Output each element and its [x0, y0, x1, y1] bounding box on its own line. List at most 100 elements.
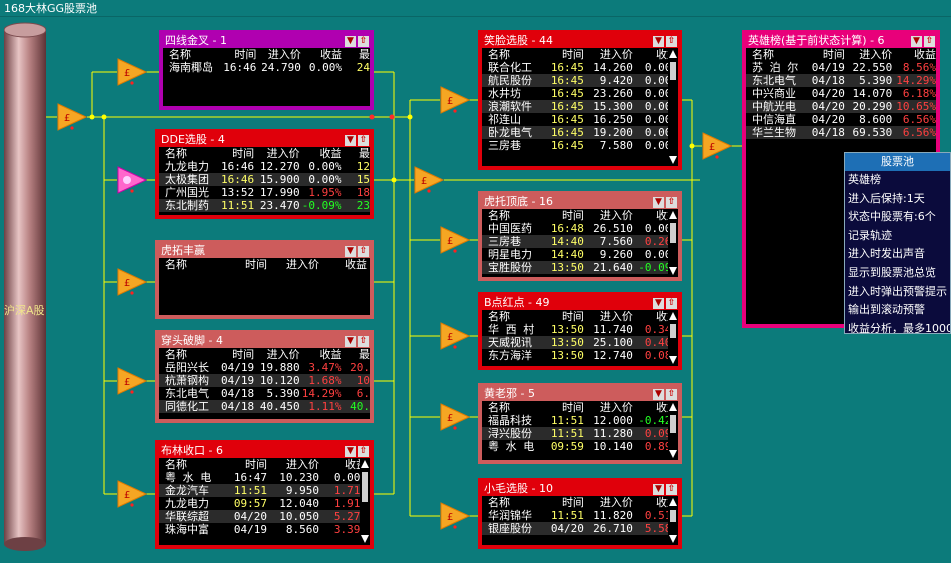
- column-time[interactable]: 时间: [561, 401, 584, 414]
- column-price[interactable]: 进入价: [599, 401, 633, 414]
- column-name[interactable]: 名称: [488, 209, 510, 222]
- scrollbar[interactable]: [668, 496, 678, 545]
- column-price[interactable]: 进入价: [599, 209, 633, 222]
- scroll-thumb[interactable]: [670, 62, 676, 80]
- column-price[interactable]: 进入价: [859, 48, 893, 61]
- scrollbar[interactable]: [360, 458, 370, 545]
- pin-icon[interactable]: ⇧: [924, 35, 935, 47]
- dropdown-icon[interactable]: ▼: [911, 35, 922, 47]
- column-price[interactable]: 进入价: [599, 496, 633, 509]
- column-name[interactable]: 名称: [488, 401, 510, 414]
- column-time[interactable]: 时间: [232, 348, 255, 361]
- source-cylinder[interactable]: 沪深A股: [3, 22, 47, 552]
- column-name[interactable]: 名称: [488, 496, 510, 509]
- scrollbar[interactable]: [668, 209, 678, 277]
- column-gain[interactable]: 收益: [319, 348, 342, 361]
- scroll-down-icon[interactable]: [669, 535, 677, 543]
- filter-triangle-icon[interactable]: £: [440, 226, 470, 254]
- pin-icon[interactable]: ⇧: [666, 388, 677, 400]
- column-time[interactable]: 时间: [561, 209, 584, 222]
- scroll-up-icon[interactable]: [669, 403, 677, 411]
- scroll-up-icon[interactable]: [669, 498, 677, 506]
- filter-triangle-icon[interactable]: £: [117, 58, 147, 86]
- column-price[interactable]: 进入价: [286, 258, 319, 271]
- scroll-up-icon[interactable]: [669, 211, 677, 219]
- column-name[interactable]: 名称: [165, 458, 187, 471]
- filter-triangle-icon[interactable]: £: [440, 322, 470, 350]
- column-gain[interactable]: 收益: [320, 48, 343, 61]
- scrollbar[interactable]: [668, 310, 678, 366]
- filter-triangle-icon[interactable]: £: [117, 480, 147, 508]
- dropdown-icon[interactable]: ▼: [345, 245, 356, 257]
- scroll-down-icon[interactable]: [669, 450, 677, 458]
- filter-triangle-icon[interactable]: £: [440, 502, 470, 530]
- panel-hutuo[interactable]: 虎拓丰赢▼⇧ 名称时间进入价收益: [155, 240, 374, 319]
- pin-icon[interactable]: ⇧: [358, 445, 369, 457]
- pin-icon[interactable]: ⇧: [358, 134, 369, 146]
- scroll-up-icon[interactable]: [669, 312, 677, 320]
- pin-icon[interactable]: ⇧: [666, 483, 677, 495]
- column-extra[interactable]: 最: [359, 48, 371, 61]
- scroll-up-icon[interactable]: [669, 50, 677, 58]
- dropdown-icon[interactable]: ▼: [653, 483, 664, 495]
- column-time[interactable]: 时间: [822, 48, 845, 61]
- column-time[interactable]: 时间: [561, 496, 584, 509]
- filter-pink-node-icon[interactable]: [117, 166, 147, 194]
- dropdown-icon[interactable]: ▼: [345, 335, 356, 347]
- pin-icon[interactable]: ⇧: [358, 335, 369, 347]
- scroll-thumb[interactable]: [670, 324, 676, 338]
- column-name[interactable]: 名称: [488, 310, 510, 323]
- filter-triangle-icon[interactable]: £: [117, 367, 147, 395]
- dropdown-icon[interactable]: ▼: [653, 388, 664, 400]
- dropdown-icon[interactable]: ▼: [345, 35, 356, 47]
- filter-triangle-icon[interactable]: £: [57, 103, 87, 131]
- scroll-down-icon[interactable]: [361, 535, 369, 543]
- scroll-down-icon[interactable]: [669, 156, 677, 164]
- filter-triangle-icon[interactable]: £: [414, 166, 444, 194]
- dropdown-icon[interactable]: ▼: [345, 445, 356, 457]
- column-time[interactable]: 时间: [234, 48, 257, 61]
- pin-icon[interactable]: ⇧: [666, 297, 677, 309]
- column-time[interactable]: 时间: [561, 48, 584, 61]
- dropdown-icon[interactable]: ▼: [653, 297, 664, 309]
- scroll-down-icon[interactable]: [669, 267, 677, 275]
- column-name[interactable]: 名称: [488, 48, 510, 61]
- filter-triangle-icon[interactable]: £: [117, 268, 147, 296]
- scroll-thumb[interactable]: [670, 223, 676, 243]
- filter-triangle-icon[interactable]: £: [702, 132, 732, 160]
- column-name[interactable]: 名称: [752, 48, 774, 61]
- pin-icon[interactable]: ⇧: [666, 35, 677, 47]
- pin-icon[interactable]: ⇧: [358, 35, 369, 47]
- scroll-thumb[interactable]: [670, 510, 676, 522]
- column-time[interactable]: 时间: [232, 147, 255, 160]
- dropdown-icon[interactable]: ▼: [653, 196, 664, 208]
- column-time[interactable]: 时间: [245, 458, 267, 471]
